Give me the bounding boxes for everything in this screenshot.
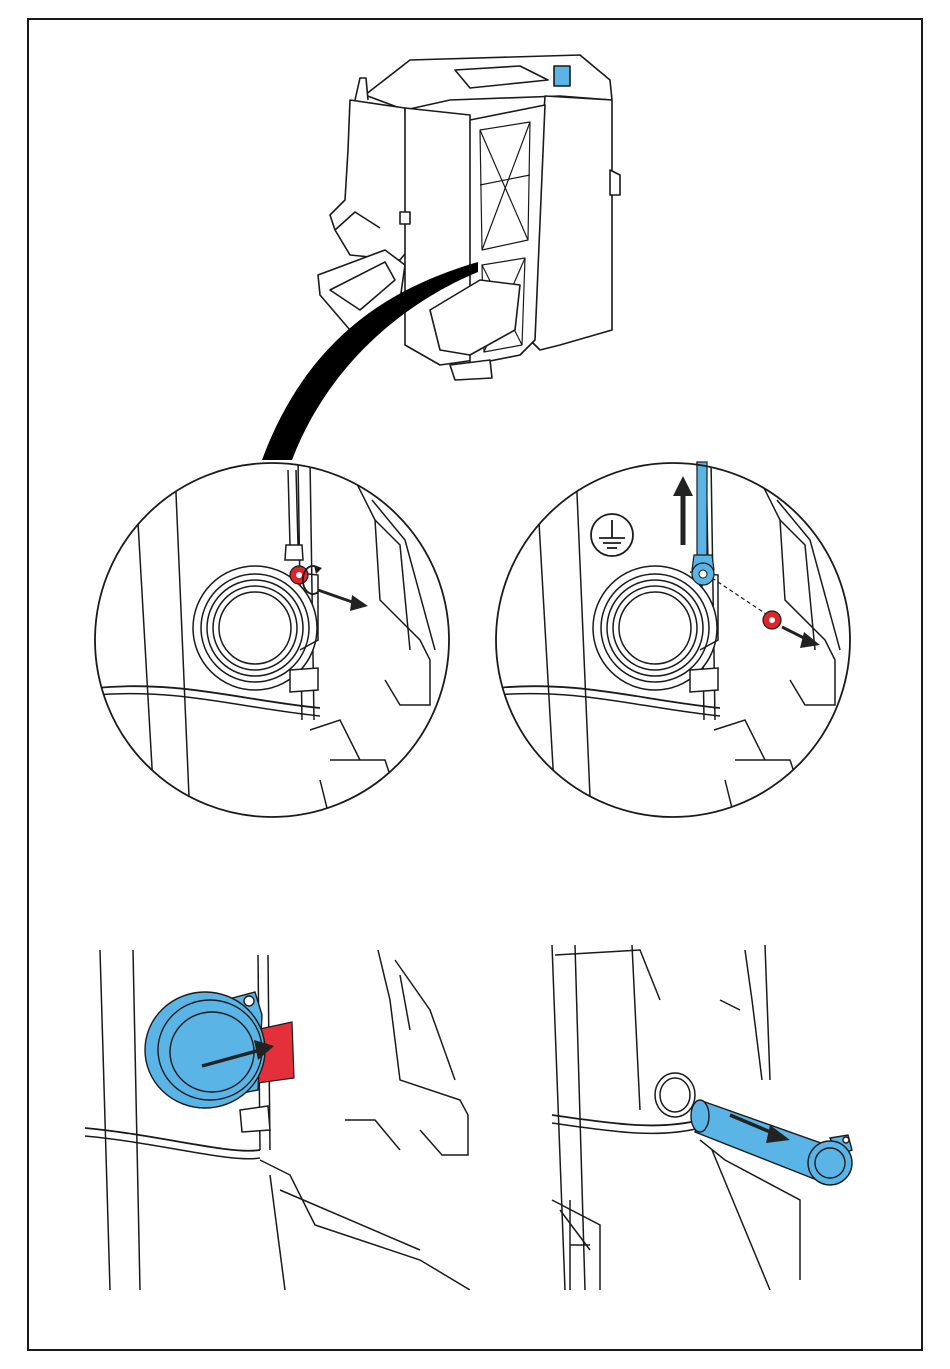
connector-blue-top	[554, 66, 570, 86]
detail-circle-step2	[496, 460, 850, 820]
panel-step3	[85, 950, 470, 1290]
earth-ground-icon	[591, 514, 633, 556]
blue-cap	[145, 992, 265, 1108]
panel-step4	[552, 945, 852, 1290]
detail-circle-step1	[95, 460, 449, 820]
direction-arrow-step1	[318, 590, 355, 603]
blue-tube	[691, 1100, 852, 1185]
